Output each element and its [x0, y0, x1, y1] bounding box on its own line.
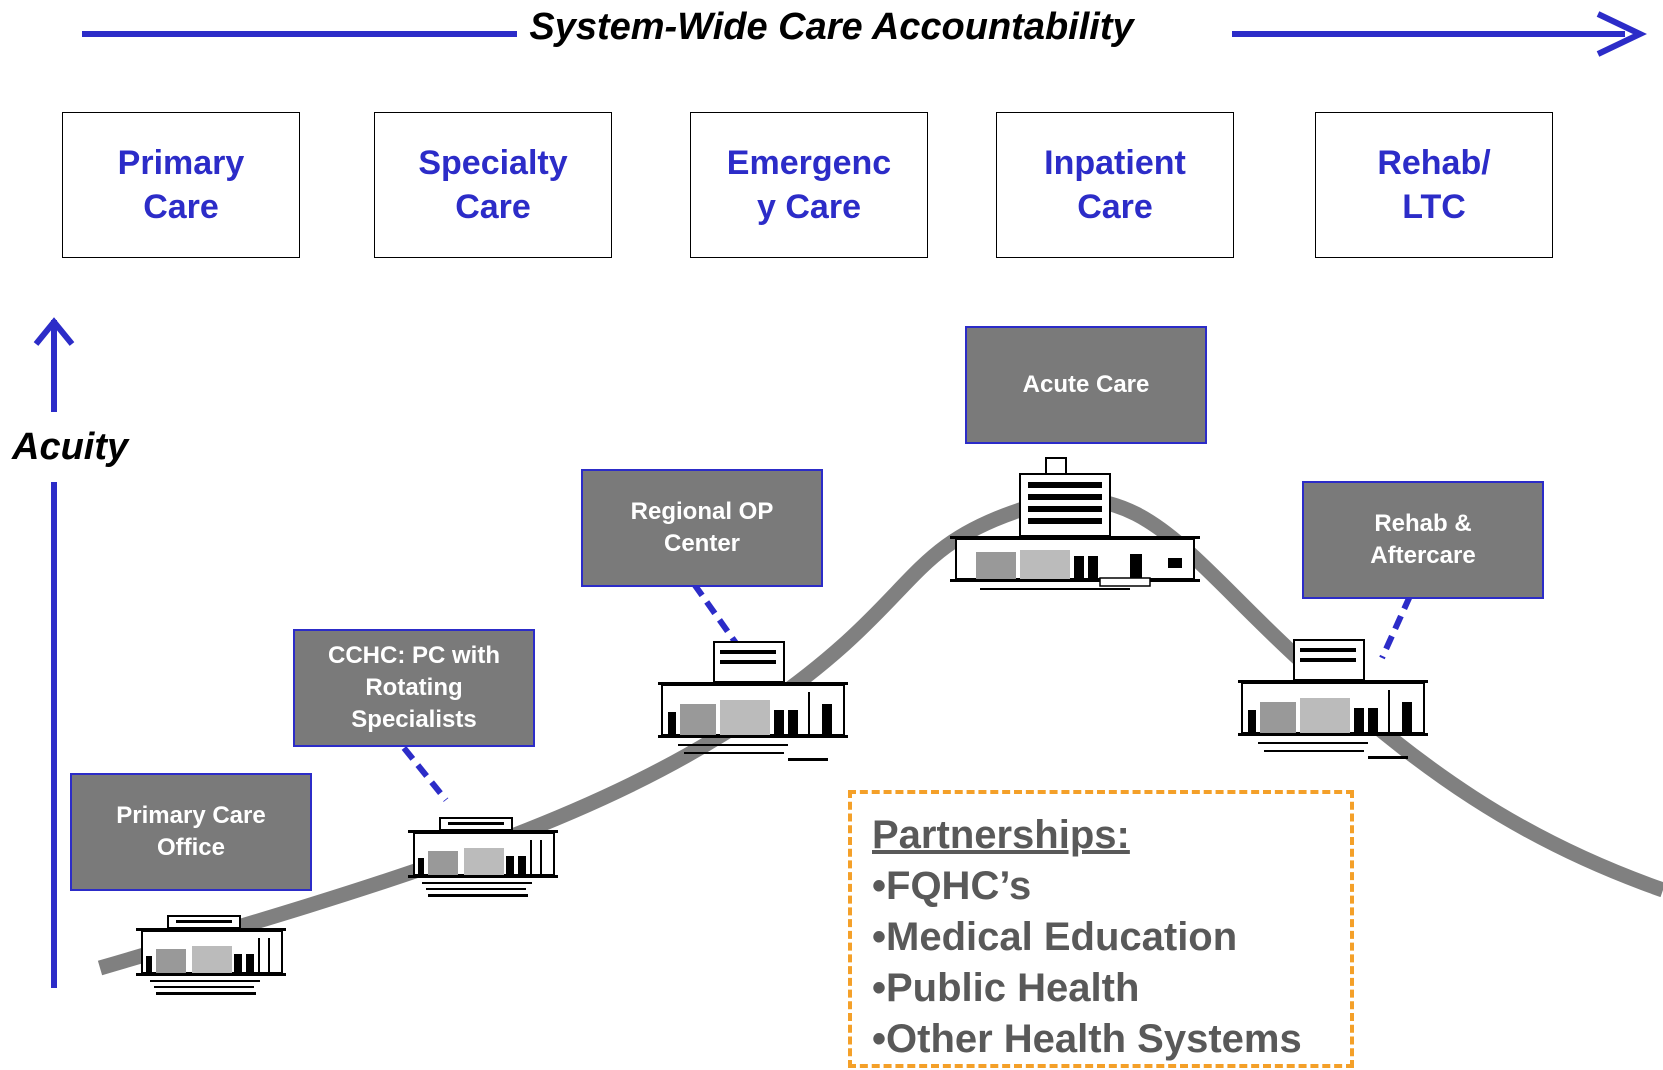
partnership-item: •Public Health	[872, 966, 1140, 1010]
partnership-item: •Medical Education	[872, 915, 1238, 959]
accountability-title: System-Wide Care Accountability	[0, 6, 1663, 49]
partnership-item: •FQHC’s	[872, 864, 1032, 908]
acuity-arrowhead	[33, 317, 75, 346]
acuity-axis-label: Acuity	[12, 426, 129, 468]
rehab-connector	[1379, 594, 1413, 660]
partnerships-heading: Partnerships:	[872, 813, 1130, 857]
primary-care-office-building-icon	[135, 915, 287, 996]
accountability-arrowhead	[1596, 11, 1647, 57]
level-rehab-aftercare: Rehab &Aftercare	[1302, 481, 1544, 599]
regional-op-connector	[691, 582, 741, 648]
level-acute-care: Acute Care	[965, 326, 1207, 444]
partnership-item: •Other Health Systems	[872, 1017, 1302, 1061]
partnerships-box: Partnerships: •FQHC’s •Medical Education…	[848, 790, 1354, 1068]
category-rehab-ltc: Rehab/LTC	[1315, 112, 1553, 258]
cchc-connector	[401, 746, 449, 802]
